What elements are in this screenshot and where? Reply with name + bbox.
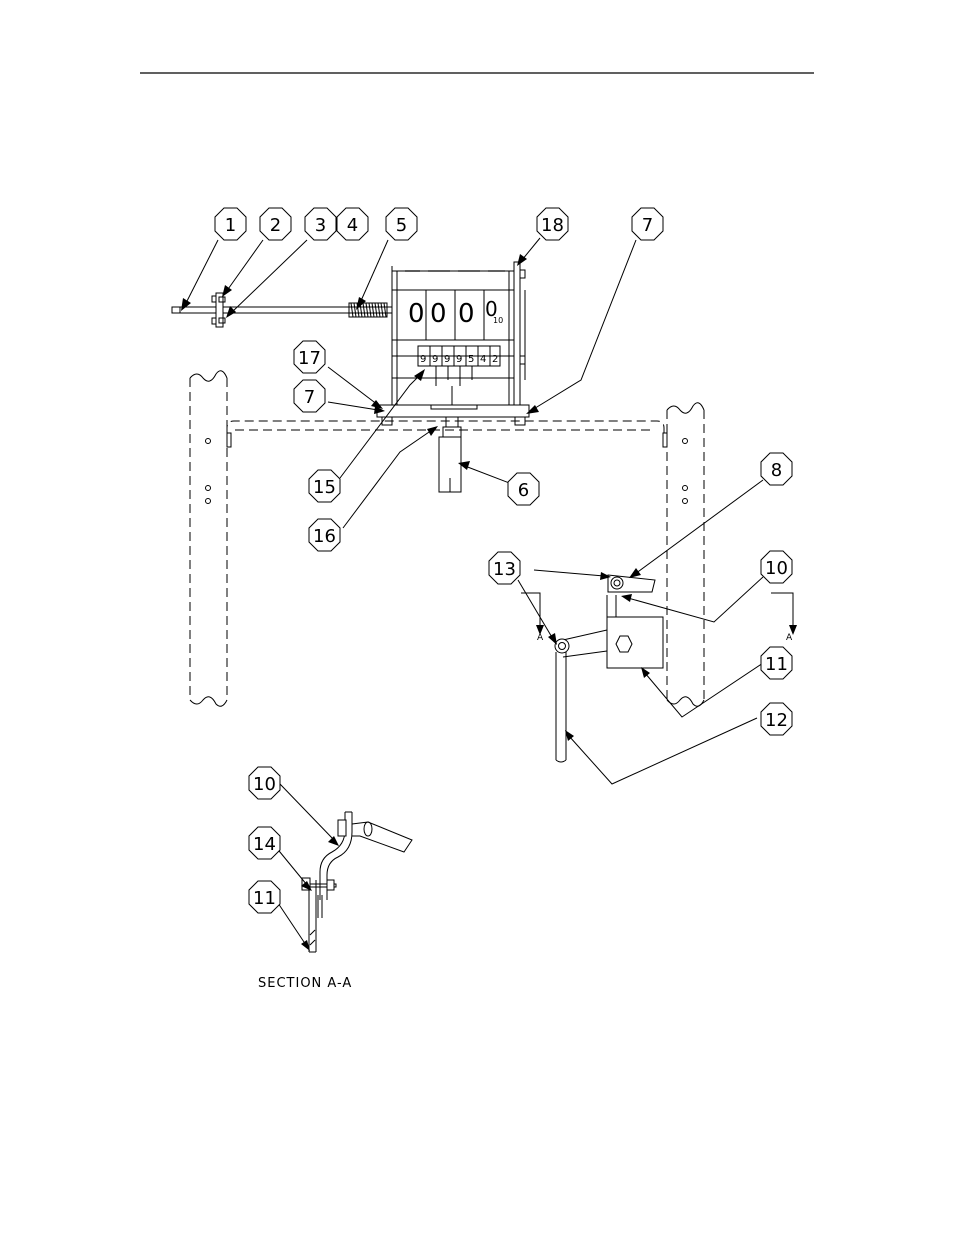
callout-8-label: 8 — [771, 460, 782, 481]
counter-tenths-mark: 10 — [493, 316, 503, 325]
callout-6: 6 — [507, 472, 540, 506]
counter-wheel-labels: 9 9 9 9 5 4 2 — [417, 345, 501, 386]
callout-4-label: 4 — [347, 215, 358, 236]
coupling — [438, 426, 462, 493]
lever-mechanism — [554, 574, 664, 763]
callout-1-label: 1 — [225, 215, 236, 236]
callout-2-label: 2 — [270, 215, 281, 236]
callout-12: 12 — [760, 702, 793, 736]
section-marker-left: A — [537, 633, 544, 643]
callout-18: 18 — [536, 207, 569, 241]
callout-11-label: 11 — [765, 654, 788, 675]
left-post — [189, 370, 232, 707]
callout-15: 15 — [308, 469, 341, 503]
callout-10-label: 10 — [765, 558, 788, 579]
counter-digit-4: 0 — [485, 297, 498, 321]
callout-12-label: 12 — [765, 710, 788, 731]
callout-13-label: 13 — [493, 559, 516, 580]
callout-1: 1 — [214, 207, 247, 241]
callout-7-top: 7 — [631, 207, 664, 241]
callout-16: 16 — [308, 518, 341, 552]
wheel-label-2: 9 — [432, 354, 438, 365]
counter-housing — [376, 261, 530, 428]
section-view — [301, 811, 413, 953]
callout-11-section-label: 11 — [253, 888, 276, 909]
callout-14-section: 14 — [248, 826, 281, 860]
spring — [348, 302, 388, 318]
callout-6-label: 6 — [518, 480, 529, 501]
counter-digits: 0 0 0 0 10 — [408, 297, 503, 329]
callout-11-section: 11 — [248, 880, 281, 914]
wheel-label-1: 9 — [420, 354, 426, 365]
callout-17: 17 — [293, 340, 326, 374]
wheel-label-4: 9 — [456, 354, 462, 365]
callout-5-label: 5 — [396, 215, 407, 236]
counter-digit-1: 0 — [408, 299, 425, 329]
callout-10-section: 10 — [248, 766, 281, 800]
callout-18-label: 18 — [541, 215, 564, 236]
wheel-label-5: 5 — [468, 354, 474, 365]
wheel-label-7: 2 — [492, 354, 498, 365]
callout-balloons: 1 2 3 4 5 18 7 17 — [214, 207, 793, 914]
section-marker-right: A — [786, 633, 793, 643]
callout-16-label: 16 — [313, 526, 336, 547]
wheel-label-6: 4 — [480, 354, 486, 365]
callout-7-top-label: 7 — [642, 215, 653, 236]
callout-4: 4 — [336, 207, 369, 241]
callout-7-left-label: 7 — [304, 387, 315, 408]
wheel-label-3: 9 — [444, 354, 450, 365]
callout-11: 11 — [760, 646, 793, 680]
right-post — [662, 402, 705, 707]
callout-15-label: 15 — [313, 477, 336, 498]
section-caption: SECTION A-A — [258, 976, 352, 991]
callout-5: 5 — [385, 207, 418, 241]
callout-10: 10 — [760, 550, 793, 584]
callout-2: 2 — [259, 207, 292, 241]
callout-3: 3 — [304, 207, 337, 241]
callout-13: 13 — [488, 551, 521, 585]
leader-lines — [181, 237, 764, 951]
callout-17-label: 17 — [298, 348, 321, 369]
callout-8: 8 — [760, 452, 793, 486]
callout-7-left: 7 — [293, 379, 326, 413]
counter-digit-2: 0 — [430, 299, 447, 329]
callout-14-section-label: 14 — [253, 834, 276, 855]
callout-3-label: 3 — [315, 215, 326, 236]
callout-10-section-label: 10 — [253, 774, 276, 795]
counter-digit-3: 0 — [458, 299, 475, 329]
